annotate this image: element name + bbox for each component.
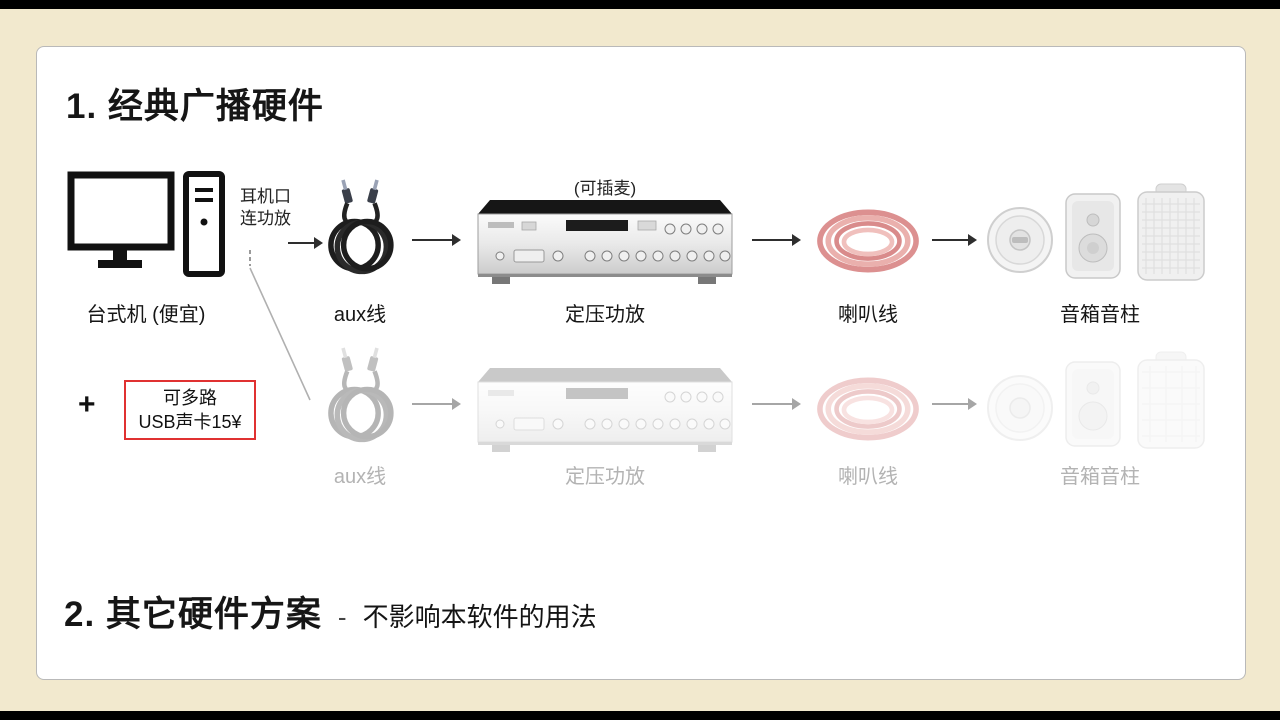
arrow-right-icon: [288, 237, 323, 249]
alt-path-connector-line: [242, 248, 322, 413]
headphone-note: 耳机口 连功放: [240, 186, 291, 230]
section2: 2. 其它硬件方案 - 不影响本软件的用法: [64, 586, 597, 637]
arrow-right-icon: [412, 234, 461, 246]
aux-cable-image: [314, 176, 406, 281]
usb-soundcard-box: 可多路 USB声卡15¥: [124, 380, 256, 440]
arrow-right-icon: [752, 398, 801, 410]
arrow-right-icon: [752, 234, 801, 246]
amp-mic-note: (可插麦): [573, 179, 637, 198]
usb-box-line2: USB声卡15¥: [138, 412, 242, 432]
amplifier-faded-image: [470, 366, 740, 466]
content-panel: [36, 46, 1246, 680]
arrow-right-icon: [932, 398, 977, 410]
section2-title: 2. 其它硬件方案: [64, 595, 322, 634]
speakers-label: 音箱音柱: [1060, 304, 1140, 326]
speakers-faded-label: 音箱音柱: [1060, 466, 1140, 488]
headphone-note-line2: 连功放: [240, 209, 291, 228]
speakers-image: [986, 180, 1214, 295]
aux-faded-label: aux线: [333, 466, 387, 488]
desktop-computer-icon: [66, 170, 226, 290]
usb-box-line1: 可多路: [163, 387, 217, 408]
speakers-faded-image: [986, 348, 1214, 463]
aux-label: aux线: [333, 304, 387, 326]
wire-faded-label: 喇叭线: [838, 466, 898, 488]
arrow-right-icon: [412, 398, 461, 410]
speaker-wire-faded-image: [812, 372, 924, 451]
section2-subtitle: 不影响本软件的用法: [362, 602, 597, 632]
amp-faded-label: 定压功放: [565, 466, 645, 488]
section2-separator: -: [337, 602, 347, 632]
headphone-note-line1: 耳机口: [240, 187, 291, 206]
speaker-wire-image: [812, 204, 924, 283]
amplifier-image: [470, 198, 740, 298]
plus-sign: +: [78, 388, 96, 421]
wire-label: 喇叭线: [838, 304, 898, 326]
computer-label: 台式机 (便宜): [86, 304, 206, 326]
amp-label: 定压功放: [565, 304, 645, 326]
section1-title: 1. 经典广播硬件: [66, 87, 324, 126]
top-letterbox-bar: [0, 0, 1280, 9]
aux-cable-faded-image: [314, 344, 406, 449]
bottom-letterbox-bar: [0, 711, 1280, 720]
arrow-right-icon: [932, 234, 977, 246]
